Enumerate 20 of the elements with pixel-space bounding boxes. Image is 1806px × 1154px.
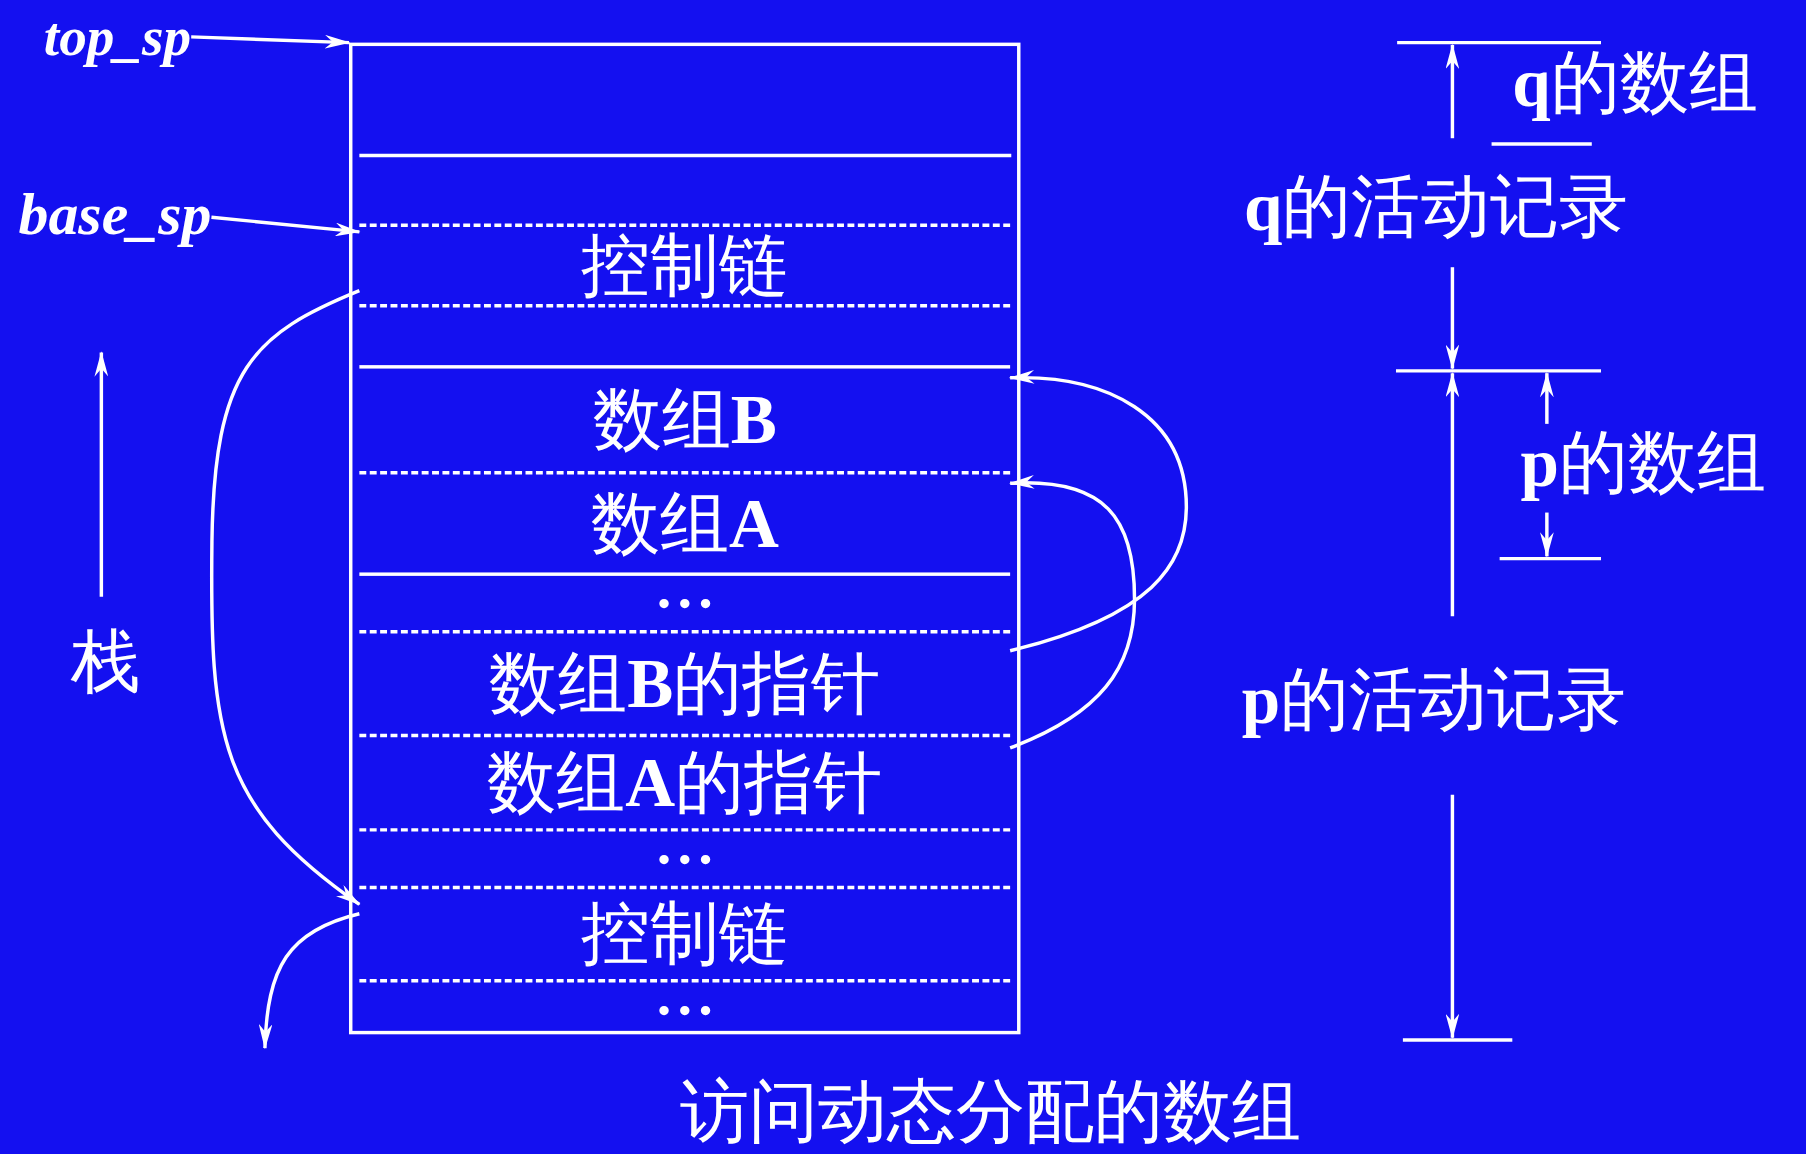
arrow [191, 34, 351, 49]
pointer-label: top_sp [43, 9, 192, 65]
arrow [1009, 370, 1189, 653]
arrow [1009, 475, 1137, 750]
stack-label: 栈 [71, 627, 141, 697]
stack-slot: 数组A的指针 [359, 733, 1011, 829]
stack-slot: 控制链 [359, 223, 1011, 308]
ellipsis: • • • [359, 828, 1011, 886]
pointer-label: base_sp [18, 184, 212, 245]
arrow [209, 289, 361, 906]
stack-slot: 数组A [359, 471, 1011, 573]
arrow [211, 215, 361, 237]
ellipsis: • • • [359, 979, 1011, 1037]
stack-slot: 控制链 [359, 885, 1011, 980]
stack-slot: 数组B的指针 [359, 630, 1011, 734]
arrow [259, 912, 360, 1050]
ellipsis: • • • [359, 572, 1011, 631]
stack-slot: 数组B [359, 365, 1011, 472]
caption: 访问动态分配的数组 [679, 1076, 1302, 1147]
stack-frame [349, 42, 1021, 1035]
